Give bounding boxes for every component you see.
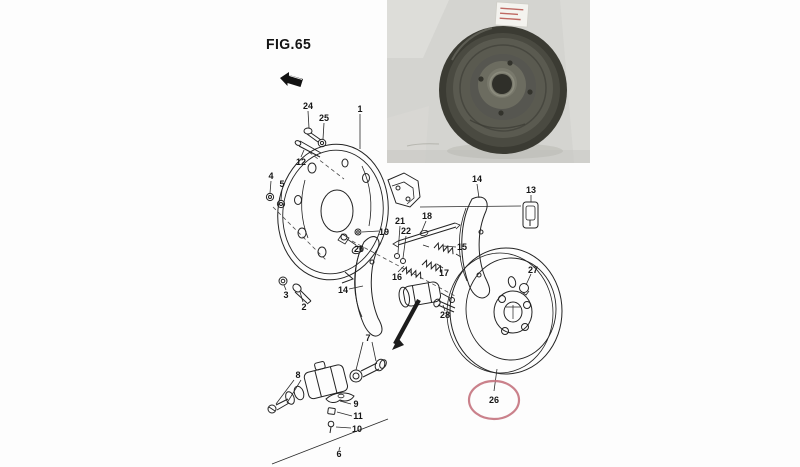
part-label-22: 22	[401, 226, 411, 236]
part-label-26: 26	[489, 395, 499, 405]
bag-marking	[406, 143, 440, 147]
part-label-10: 10	[352, 424, 362, 434]
part-label-27: 27	[528, 265, 538, 275]
fastener-glyphs	[265, 127, 406, 305]
brake-drum-photo	[439, 26, 567, 154]
part-label-7: 7	[365, 333, 370, 343]
part-label-12: 12	[296, 157, 306, 167]
part-label-6: 6	[336, 449, 341, 459]
brake-drum-drawing	[446, 247, 563, 375]
part-label-20: 20	[354, 244, 364, 254]
part-label-14: 14	[472, 174, 482, 184]
parts-label-tag	[494, 1, 530, 28]
brake-shoe-left-drawing	[354, 236, 383, 337]
return-springs-drawing	[401, 241, 462, 279]
highlight-ellipse	[467, 379, 521, 421]
figure-title: FIG.65	[266, 35, 312, 53]
cable-guide-part-drawing	[522, 201, 539, 229]
part-label-13: 13	[526, 185, 536, 195]
leader-lines	[269, 110, 532, 465]
part-label-1: 1	[357, 104, 362, 114]
part-label-15: 15	[457, 242, 467, 252]
part-label-18: 18	[422, 211, 432, 221]
direction-arrow-icon	[280, 72, 303, 87]
backing-plate-drawing	[277, 143, 421, 284]
part-label-16: 16	[392, 272, 402, 282]
wheel-cylinder-drawing	[398, 281, 456, 313]
part-label-9: 9	[353, 399, 358, 409]
wheel-cylinder-exploded-drawing	[267, 358, 387, 434]
detail-pointer-arrow	[392, 298, 421, 350]
part-label-8: 8	[295, 370, 300, 380]
part-label-14: 14	[338, 285, 348, 295]
part-label-11: 11	[353, 411, 363, 421]
part-label-3: 3	[283, 290, 288, 300]
part-label-21: 21	[395, 216, 405, 226]
part-label-17: 17	[439, 268, 449, 278]
part-label-19: 19	[379, 227, 389, 237]
part-label-24: 24	[303, 101, 313, 111]
part-label-25: 25	[319, 113, 329, 123]
adjuster-strut-drawing	[392, 222, 461, 248]
part-label-28: 28	[440, 310, 450, 320]
part-label-4: 4	[268, 171, 273, 181]
part-label-5: 5	[279, 179, 284, 189]
part-label-2: 2	[301, 302, 306, 312]
product-photo	[387, 0, 590, 163]
